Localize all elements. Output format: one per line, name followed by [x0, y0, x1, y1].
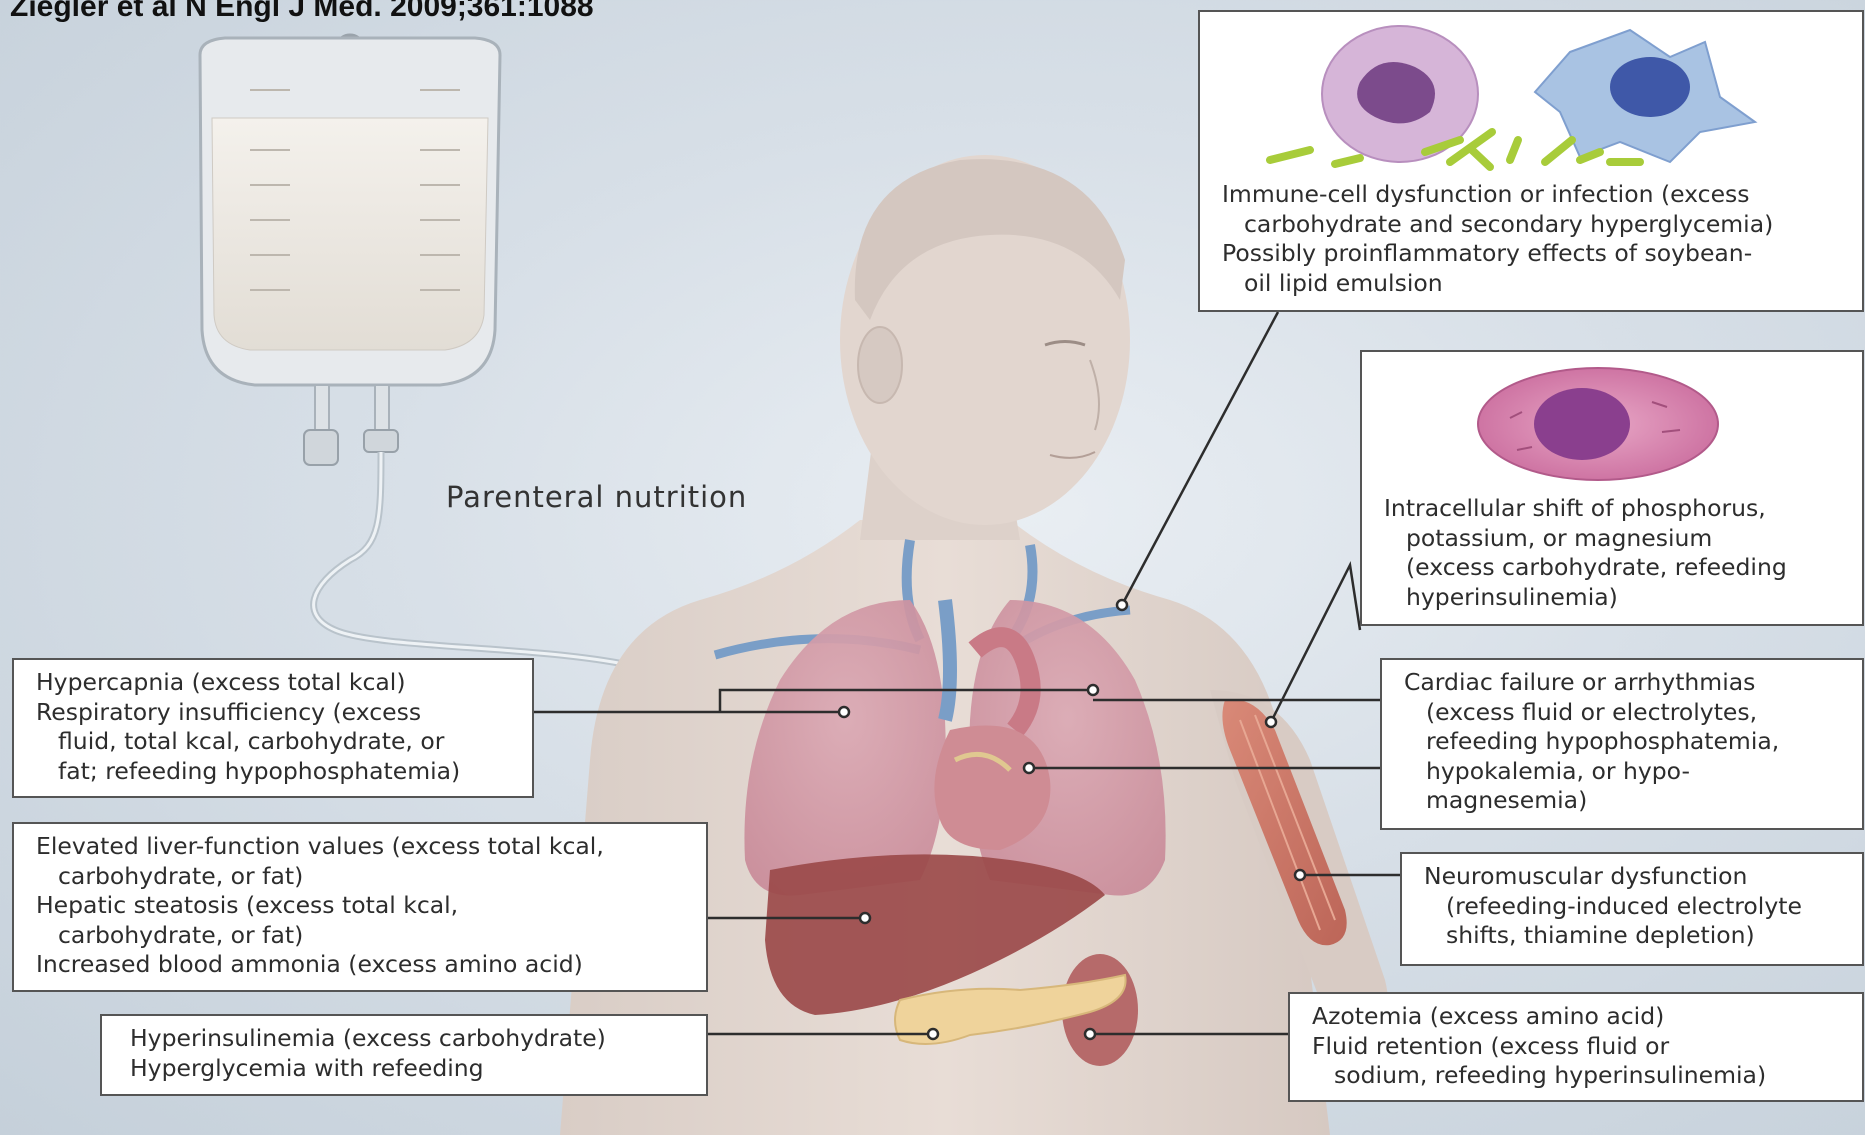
immune-cells-illustration: [1200, 12, 1865, 182]
callout-line: potassium, or magnesium: [1384, 524, 1850, 554]
cell-illustration: [1362, 352, 1865, 492]
callout-line: shifts, thiamine depletion): [1424, 921, 1850, 951]
callout-line: (excess carbohydrate, refeeding: [1384, 553, 1850, 583]
callout-line: fluid, total kcal, carbohydrate, or: [36, 727, 520, 757]
callout-liver: Elevated liver-function values (excess t…: [12, 822, 708, 992]
callout-line: Hypercapnia (excess total kcal): [36, 668, 520, 698]
callout-line: carbohydrate, or fat): [36, 862, 694, 892]
callout-line: Hyperinsulinemia (excess carbohydrate): [130, 1024, 694, 1054]
callout-line: Fluid retention (excess fluid or: [1312, 1032, 1850, 1062]
callout-line: Hepatic steatosis (excess total kcal,: [36, 891, 694, 921]
iv-bag: [200, 35, 500, 465]
parenteral-nutrition-label: Parenteral nutrition: [446, 480, 747, 514]
callout-line: carbohydrate, or fat): [36, 921, 694, 951]
callout-line: hypokalemia, or hypo-: [1404, 757, 1850, 787]
callout-line: hyperinsulinemia): [1384, 583, 1850, 613]
callout-line: sodium, refeeding hyperinsulinemia): [1312, 1061, 1850, 1091]
callout-neuromuscular: Neuromuscular dysfunction (refeeding-ind…: [1400, 852, 1864, 966]
callout-line: (refeeding-induced electrolyte: [1424, 892, 1850, 922]
callout-line: Cardiac failure or arrhythmias: [1404, 668, 1850, 698]
callout-line: carbohydrate and secondary hyperglycemia…: [1222, 210, 1850, 240]
callout-line: Respiratory insufficiency (excess: [36, 698, 520, 728]
callout-line: (excess fluid or electrolytes,: [1404, 698, 1850, 728]
citation: Ziegler et al N Engl J Med. 2009;361:108…: [10, 0, 594, 24]
callout-line: Neuromuscular dysfunction: [1424, 862, 1850, 892]
callout-line: Hyperglycemia with refeeding: [130, 1054, 694, 1084]
callout-respiratory: Hypercapnia (excess total kcal) Respirat…: [12, 658, 534, 798]
callout-line: magnesemia): [1404, 786, 1850, 816]
callout-line: oil lipid emulsion: [1222, 269, 1850, 299]
callout-immune: Immune-cell dysfunction or infection (ex…: [1198, 10, 1864, 312]
callout-pancreas: Hyperinsulinemia (excess carbohydrate) H…: [100, 1014, 708, 1096]
callout-line: fat; refeeding hypophosphatemia): [36, 757, 520, 787]
callout-line: Azotemia (excess amino acid): [1312, 1002, 1850, 1032]
callout-intracellular-shift: Intracellular shift of phosphorus, potas…: [1360, 350, 1864, 626]
callout-line: Possibly proinflammatory effects of soyb…: [1222, 239, 1850, 269]
callout-line: Elevated liver-function values (excess t…: [36, 832, 694, 862]
callout-line: Increased blood ammonia (excess amino ac…: [36, 950, 694, 980]
callout-line: Immune-cell dysfunction or infection (ex…: [1222, 180, 1850, 210]
callout-line: refeeding hypophosphatemia,: [1404, 727, 1850, 757]
callout-cardiac: Cardiac failure or arrhythmias (excess f…: [1380, 658, 1864, 830]
callout-azotemia: Azotemia (excess amino acid) Fluid reten…: [1288, 992, 1864, 1102]
callout-line: Intracellular shift of phosphorus,: [1384, 494, 1850, 524]
